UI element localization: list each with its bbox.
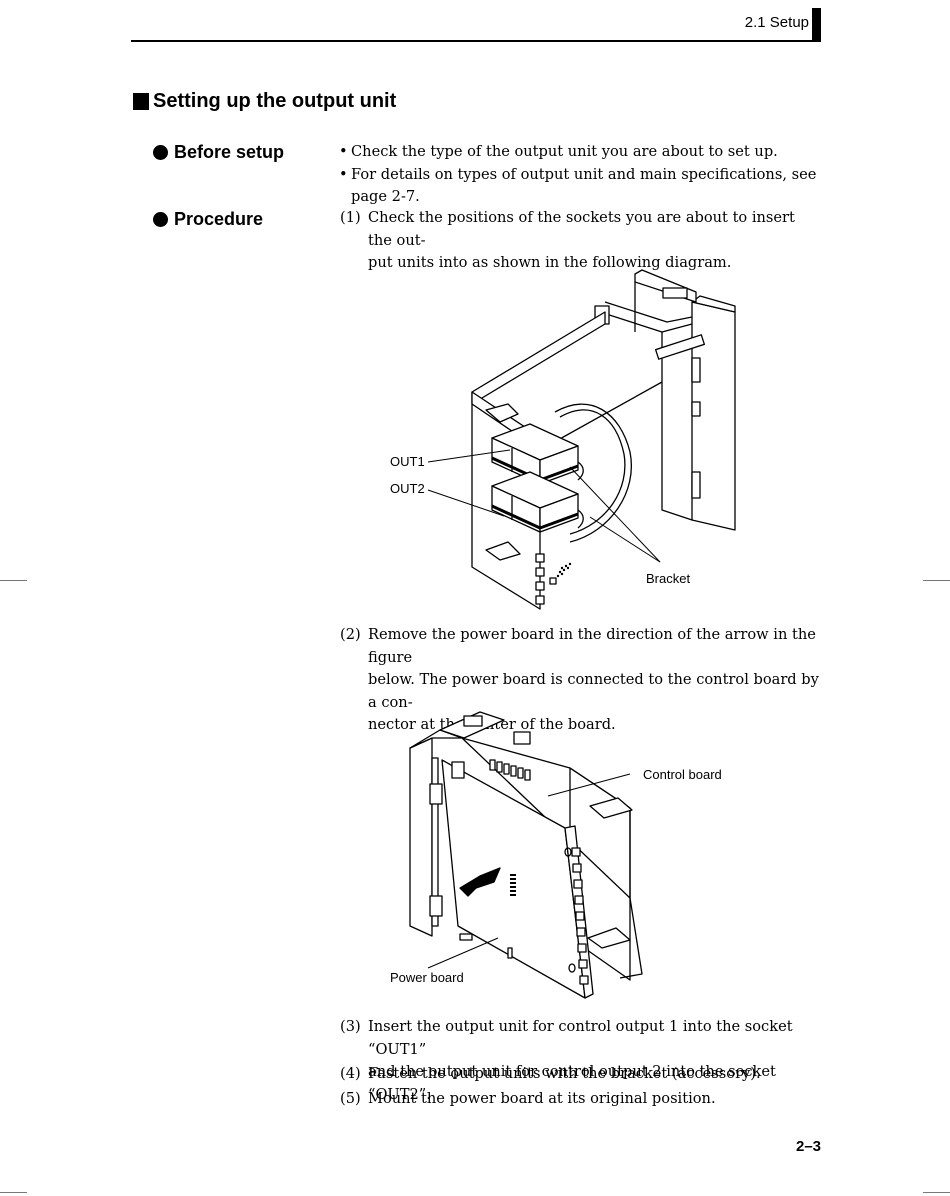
step-text: Check the positions of the sockets you a… [368,207,820,275]
crop-mark-left [0,580,27,581]
page-number: 2–3 [796,1138,822,1155]
step-number: (3) [340,1018,361,1035]
section-title-text: Setting up the output unit [153,90,397,112]
crop-mark-bottom-left [0,1192,27,1193]
list-item-text: For details on types of output unit and … [351,165,817,206]
bullet-glyph: • [339,143,348,160]
bullet-glyph: • [339,165,348,183]
before-setup-heading-text: Before setup [174,142,285,162]
before-setup-list: • Check the type of the output unit you … [339,141,819,209]
power-board-diagram [409,711,643,999]
list-item: • For details on types of output unit an… [339,164,819,209]
step-number: (1) [340,209,361,226]
step-text: Mount the power board at its original po… [368,1088,820,1111]
header-rule [131,40,821,42]
step-line: Insert the output unit for control outpu… [368,1018,793,1058]
step-number: (2) [340,626,361,643]
procedure-heading-text: Procedure [174,209,264,229]
before-setup-heading: Before setup [153,142,284,163]
unit-socket-diagram [427,269,736,610]
step-line: below. The power board is connected to t… [368,671,819,711]
label-power-board: Power board [390,970,464,985]
crop-mark-right [923,580,950,581]
step-line: Check the positions of the sockets you a… [368,209,795,249]
label-control-board: Control board [643,767,722,782]
label-bracket: Bracket [646,571,691,586]
crop-mark-bottom-right [923,1192,950,1193]
list-item: • Check the type of the output unit you … [339,141,819,164]
figure-output-sockets: OUT1 OUT2 Bracket [380,262,740,612]
step-number: (5) [340,1090,361,1107]
step-line: Fasten the output units with the bracket… [368,1065,761,1082]
step-text: Fasten the output units with the bracket… [368,1063,820,1086]
label-out2: OUT2 [390,481,425,496]
header-tab-marker [812,8,821,42]
circle-bullet-icon [153,145,168,160]
header-section-label: 2.1 Setup [744,14,809,31]
page-header: 2.1 Setup [131,0,821,44]
step-line: Mount the power board at its original po… [368,1090,716,1107]
step-line: Remove the power board in the direction … [368,626,816,666]
procedure-heading: Procedure [153,209,263,230]
square-bullet-icon [133,93,149,110]
label-out1: OUT1 [390,454,425,469]
step-number: (4) [340,1065,361,1082]
figure-power-board-removal: Control board Power board [380,698,740,1010]
circle-bullet-icon [153,212,168,227]
step-text: Insert the output unit for control outpu… [368,1016,820,1106]
section-title: Setting up the output unit [133,90,396,113]
step-line: put units into as shown in the following… [368,254,732,271]
list-item-text: Check the type of the output unit you ar… [351,143,778,160]
step-line: and the output unit for control output 2… [368,1063,776,1103]
